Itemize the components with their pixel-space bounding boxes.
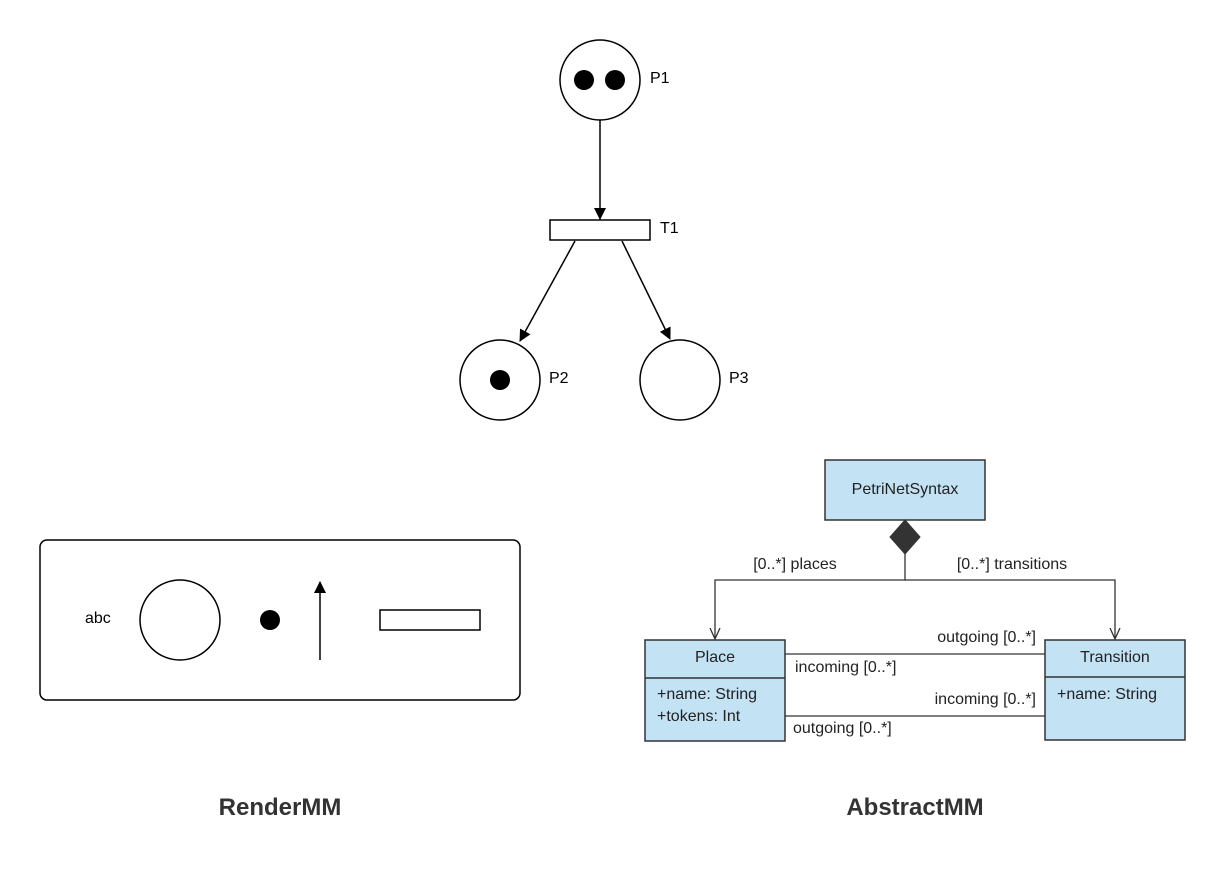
association-outgoing-bottom-label: outgoing [0..*] [793, 720, 892, 737]
association-places-label: [0..*] places [753, 556, 837, 573]
transition-t1[interactable]: T1 [549, 219, 679, 241]
render-mm-panel: abc [39, 539, 521, 701]
render-text-sample[interactable]: abc [85, 610, 111, 627]
class-transition[interactable]: Transition +name: String [1044, 639, 1186, 741]
class-name: Place [695, 649, 735, 666]
association-transitions-line [905, 579, 1115, 639]
composition-diamond [889, 519, 921, 555]
class-petri-net-syntax[interactable]: PetriNetSyntax [824, 459, 986, 521]
association-incoming-bottom-label: incoming [0..*] [935, 691, 1036, 708]
class-place[interactable]: Place +name: String +tokens: Int [644, 639, 786, 742]
render-rect-shape[interactable] [379, 609, 481, 631]
class-attribute: +name: String [1057, 686, 1157, 703]
association-outgoing-top-label: outgoing [0..*] [937, 629, 1036, 646]
association-places-line [715, 554, 906, 639]
token [574, 70, 594, 90]
abstract-mm-diagram: PetriNetSyntax [0..*] places [0..*] tran… [644, 459, 1186, 742]
abstract-mm-title: AbstractMM [846, 794, 983, 821]
transition-label-t1: T1 [660, 220, 679, 237]
place-label-p3: P3 [729, 370, 749, 387]
place-p2[interactable]: P2 [459, 339, 569, 421]
place-label-p2: P2 [549, 370, 569, 387]
association-incoming-top-label: incoming [0..*] [795, 659, 896, 676]
arc-t1-p3 [621, 240, 671, 340]
render-circle-shape[interactable] [139, 579, 221, 661]
class-attribute: +name: String [657, 686, 757, 703]
token [605, 70, 625, 90]
render-token-shape[interactable] [260, 610, 280, 630]
place-p1[interactable]: P1 [559, 39, 670, 121]
place-p3[interactable]: P3 [639, 339, 749, 421]
token [490, 370, 510, 390]
petri-net: P1 T1 P2 P3 [459, 39, 749, 421]
class-name: PetriNetSyntax [852, 481, 959, 498]
class-attribute: +tokens: Int [657, 708, 741, 725]
association-transitions-label: [0..*] transitions [957, 556, 1067, 573]
class-name: Transition [1080, 649, 1150, 666]
render-mm-title: RenderMM [219, 794, 342, 821]
place-label-p1: P1 [650, 70, 670, 87]
arc-t1-p2 [519, 240, 576, 342]
